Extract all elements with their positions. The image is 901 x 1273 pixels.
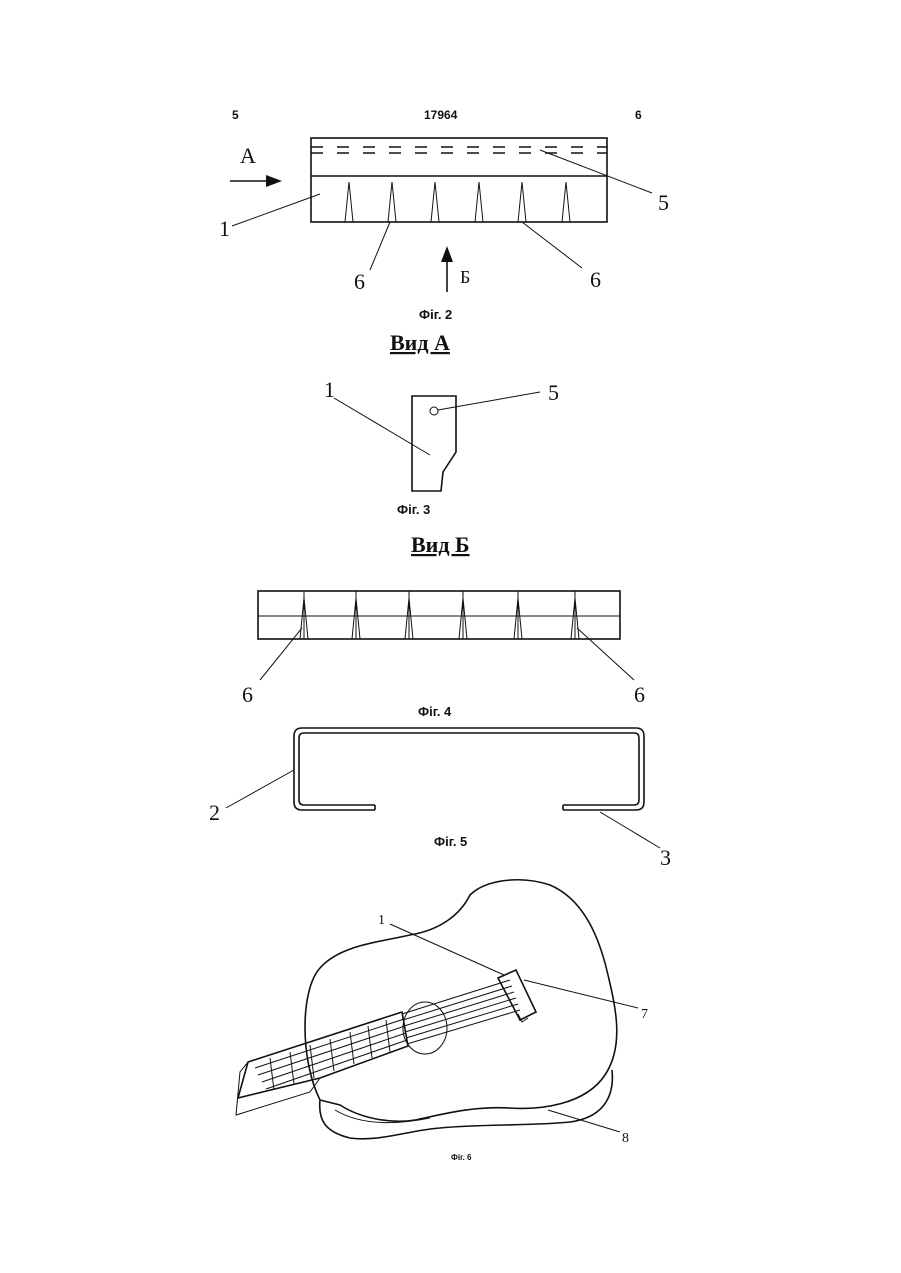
slot [562,182,570,222]
guitar-strings [402,980,520,1044]
fig4-caption: Фіг. 4 [418,704,452,719]
arrow-a-head [266,175,282,187]
arrow-b-label: Б [460,267,470,287]
fig4-drawing: 6 6 [242,591,645,707]
label-7: 7 [641,1007,648,1022]
arrow-a-label: А [240,143,256,168]
leader-6-left [260,628,302,680]
leader-5 [540,150,652,193]
leader-6-right [577,628,634,680]
bridge-profile [412,396,456,491]
slot [388,182,396,222]
label-1: 1 [378,913,385,928]
bridge-top-view [258,591,620,639]
fig2-caption: Фіг. 2 [419,307,452,322]
patent-number: 17964 [424,108,458,122]
string-slots [345,182,570,222]
bridge-body [311,138,607,222]
bracket-inner [299,733,639,805]
label-6-right: 6 [590,267,601,292]
fig6-caption: Фіг. 6 [451,1153,472,1162]
fig3-drawing: 1 5 [324,377,559,491]
fig3-caption: Фіг. 3 [397,502,430,517]
leader-8 [548,1110,620,1132]
leader-1 [390,924,504,975]
fig5-caption: Фіг. 5 [434,834,467,849]
leader-2 [226,770,294,808]
fig6-drawing: 1 7 8 [236,880,648,1146]
guitar-body-side [320,1070,613,1139]
slot [518,182,526,222]
leader-6-left [370,222,390,270]
label-8: 8 [622,1131,629,1146]
view-a-title: Вид А [390,330,450,355]
leader-7 [524,980,638,1008]
label-3: 3 [660,845,671,870]
bracket-outer [294,728,644,810]
label-1: 1 [324,377,335,402]
slot [345,182,353,222]
string-hole [430,407,438,415]
guitar-body-top [305,880,617,1121]
label-5: 5 [548,380,559,405]
string-slots [300,591,579,639]
leader-1 [232,194,320,226]
leader-3 [600,812,660,848]
slot [475,182,483,222]
slot [431,182,439,222]
label-6-right: 6 [634,682,645,707]
page-number-left: 5 [232,108,239,122]
label-6-left: 6 [242,682,253,707]
leader-1 [334,398,430,455]
page-number-right: 6 [635,108,642,122]
label-5: 5 [658,190,669,215]
view-b-title: Вид Б [411,532,470,557]
fig2-drawing: А Б 1 5 6 6 [219,138,669,294]
guitar-neck [238,1012,408,1098]
label-6-left: 6 [354,269,365,294]
label-2: 2 [209,800,220,825]
leader-5 [438,392,540,410]
leader-6-right [522,222,582,268]
arrow-b-head [441,246,453,262]
label-1: 1 [219,216,230,241]
